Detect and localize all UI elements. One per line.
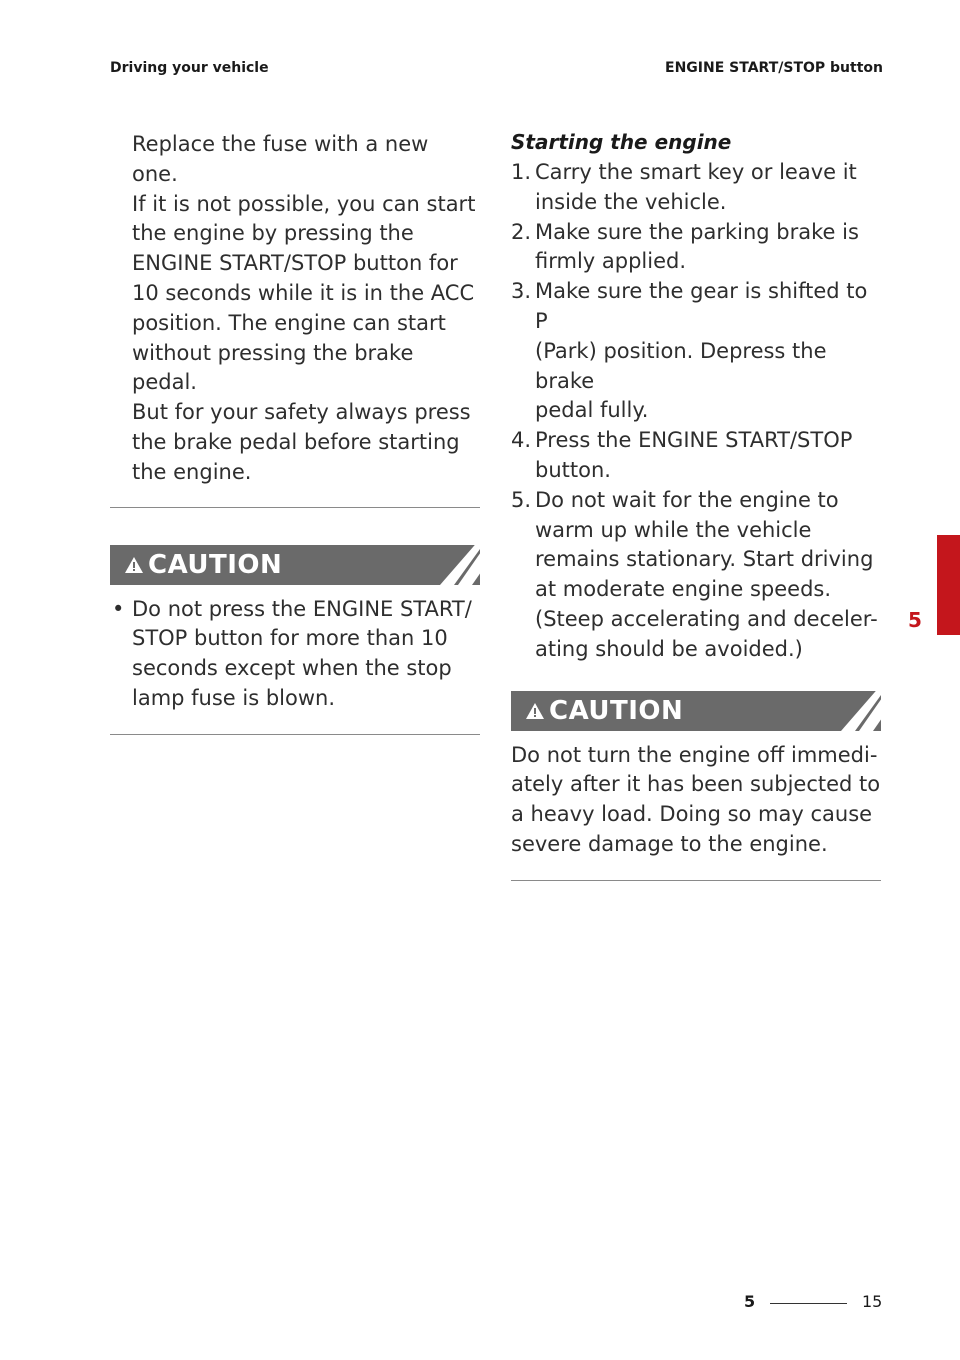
caution-banner: CAUTION (110, 544, 480, 585)
text-line: the engine. (132, 459, 252, 484)
text-line: the engine by pressing the (132, 221, 414, 246)
list-item: 1. Carry the smart key or leave it insid… (511, 158, 881, 218)
left-column: Replace the fuse with a new one. If it i… (110, 130, 480, 735)
text-line: ating should be avoided.) (535, 636, 803, 661)
text-line: Carry the smart key or leave it (535, 160, 857, 184)
caution-stripes-icon (841, 690, 881, 731)
step-number: 4. (511, 428, 532, 453)
text-line: the brake pedal before starting (132, 429, 460, 454)
section-heading: Starting the engine (511, 130, 732, 154)
caution-label: CAUTION (549, 695, 684, 726)
text-line: Replace the fuse with a new one. (132, 132, 429, 186)
section-divider (511, 879, 881, 881)
text-line: button. (535, 457, 611, 482)
text-line: (Park) position. Depress the brake (535, 338, 827, 393)
text-line: warm up while the vehicle (535, 517, 812, 542)
text-line: pedal fully. (535, 398, 649, 423)
step-number: 2. (511, 219, 532, 244)
right-column: Starting the engine 1. Carry the smart k… (511, 130, 881, 881)
text-line: STOP button for more than 10 (132, 626, 448, 651)
caution-stripes-icon (440, 544, 480, 585)
text-line: a heavy load. Doing so may cause (511, 802, 873, 827)
section-divider (110, 506, 480, 508)
warning-triangle-icon (526, 702, 544, 719)
step-number: 1. (511, 160, 532, 184)
text-line: at moderate engine speeds. (535, 577, 832, 602)
text-line: Do not turn the engine off immedi- (511, 742, 878, 767)
footer-divider (770, 1303, 847, 1304)
text-line: inside the vehicle. (535, 189, 727, 214)
text-line: (Steep accelerating and deceler- (535, 606, 878, 631)
caution-bullet-item: • Do not press the ENGINE START/ STOP bu… (110, 595, 480, 714)
text-line: ENGINE START/STOP button for (132, 251, 458, 276)
bullet-dot: • (112, 596, 125, 621)
footer-page-number: 15 (862, 1292, 883, 1311)
header-topic-title: ENGINE START/STOP button (665, 60, 883, 76)
text-line: ately after it has been subjected to (511, 772, 881, 797)
text-line: without pressing the brake pedal. (132, 340, 414, 395)
text-line: Do not wait for the engine to (535, 487, 839, 512)
text-line: lamp fuse is blown. (132, 685, 336, 710)
text-line: 10 seconds while it is in the ACC (132, 280, 475, 305)
starting-steps-list: 1. Carry the smart key or leave it insid… (511, 158, 881, 665)
list-item: 2. Make sure the parking brake is firmly… (511, 218, 881, 278)
text-line: Make sure the gear is shifted to P (535, 279, 868, 333)
warning-triangle-icon (125, 556, 143, 573)
chapter-side-tab (937, 535, 960, 635)
caution-banner: CAUTION (511, 690, 881, 731)
text-line: Make sure the parking brake is (535, 219, 859, 244)
fuse-paragraph: Replace the fuse with a new one. If it i… (110, 130, 480, 488)
text-line: Do not press the ENGINE START/ (132, 596, 472, 621)
text-line: position. The engine can start (132, 310, 446, 335)
caution-paragraph: Do not turn the engine off immedi- ately… (511, 741, 881, 860)
text-line: If it is not possible, you can start (132, 191, 476, 216)
list-item: 4. Press the ENGINE START/STOP button. (511, 426, 881, 486)
caution-label: CAUTION (148, 549, 283, 580)
text-line: remains stationary. Start driving (535, 547, 874, 572)
step-number: 3. (511, 279, 532, 304)
section-divider (110, 733, 480, 735)
text-line: severe damage to the engine. (511, 831, 828, 856)
list-item: 3. Make sure the gear is shifted to P (P… (511, 277, 881, 426)
list-item: 5. Do not wait for the engine to warm up… (511, 486, 881, 665)
chapter-side-number: 5 (908, 608, 922, 632)
footer-chapter-number: 5 (744, 1292, 756, 1311)
text-line: firmly applied. (535, 249, 687, 274)
text-line: Press the ENGINE START/STOP (535, 428, 853, 453)
header-section-title: Driving your vehicle (110, 60, 269, 76)
text-line: seconds except when the stop (132, 656, 452, 681)
text-line: But for your safety always press (132, 400, 471, 425)
step-number: 5. (511, 487, 532, 512)
